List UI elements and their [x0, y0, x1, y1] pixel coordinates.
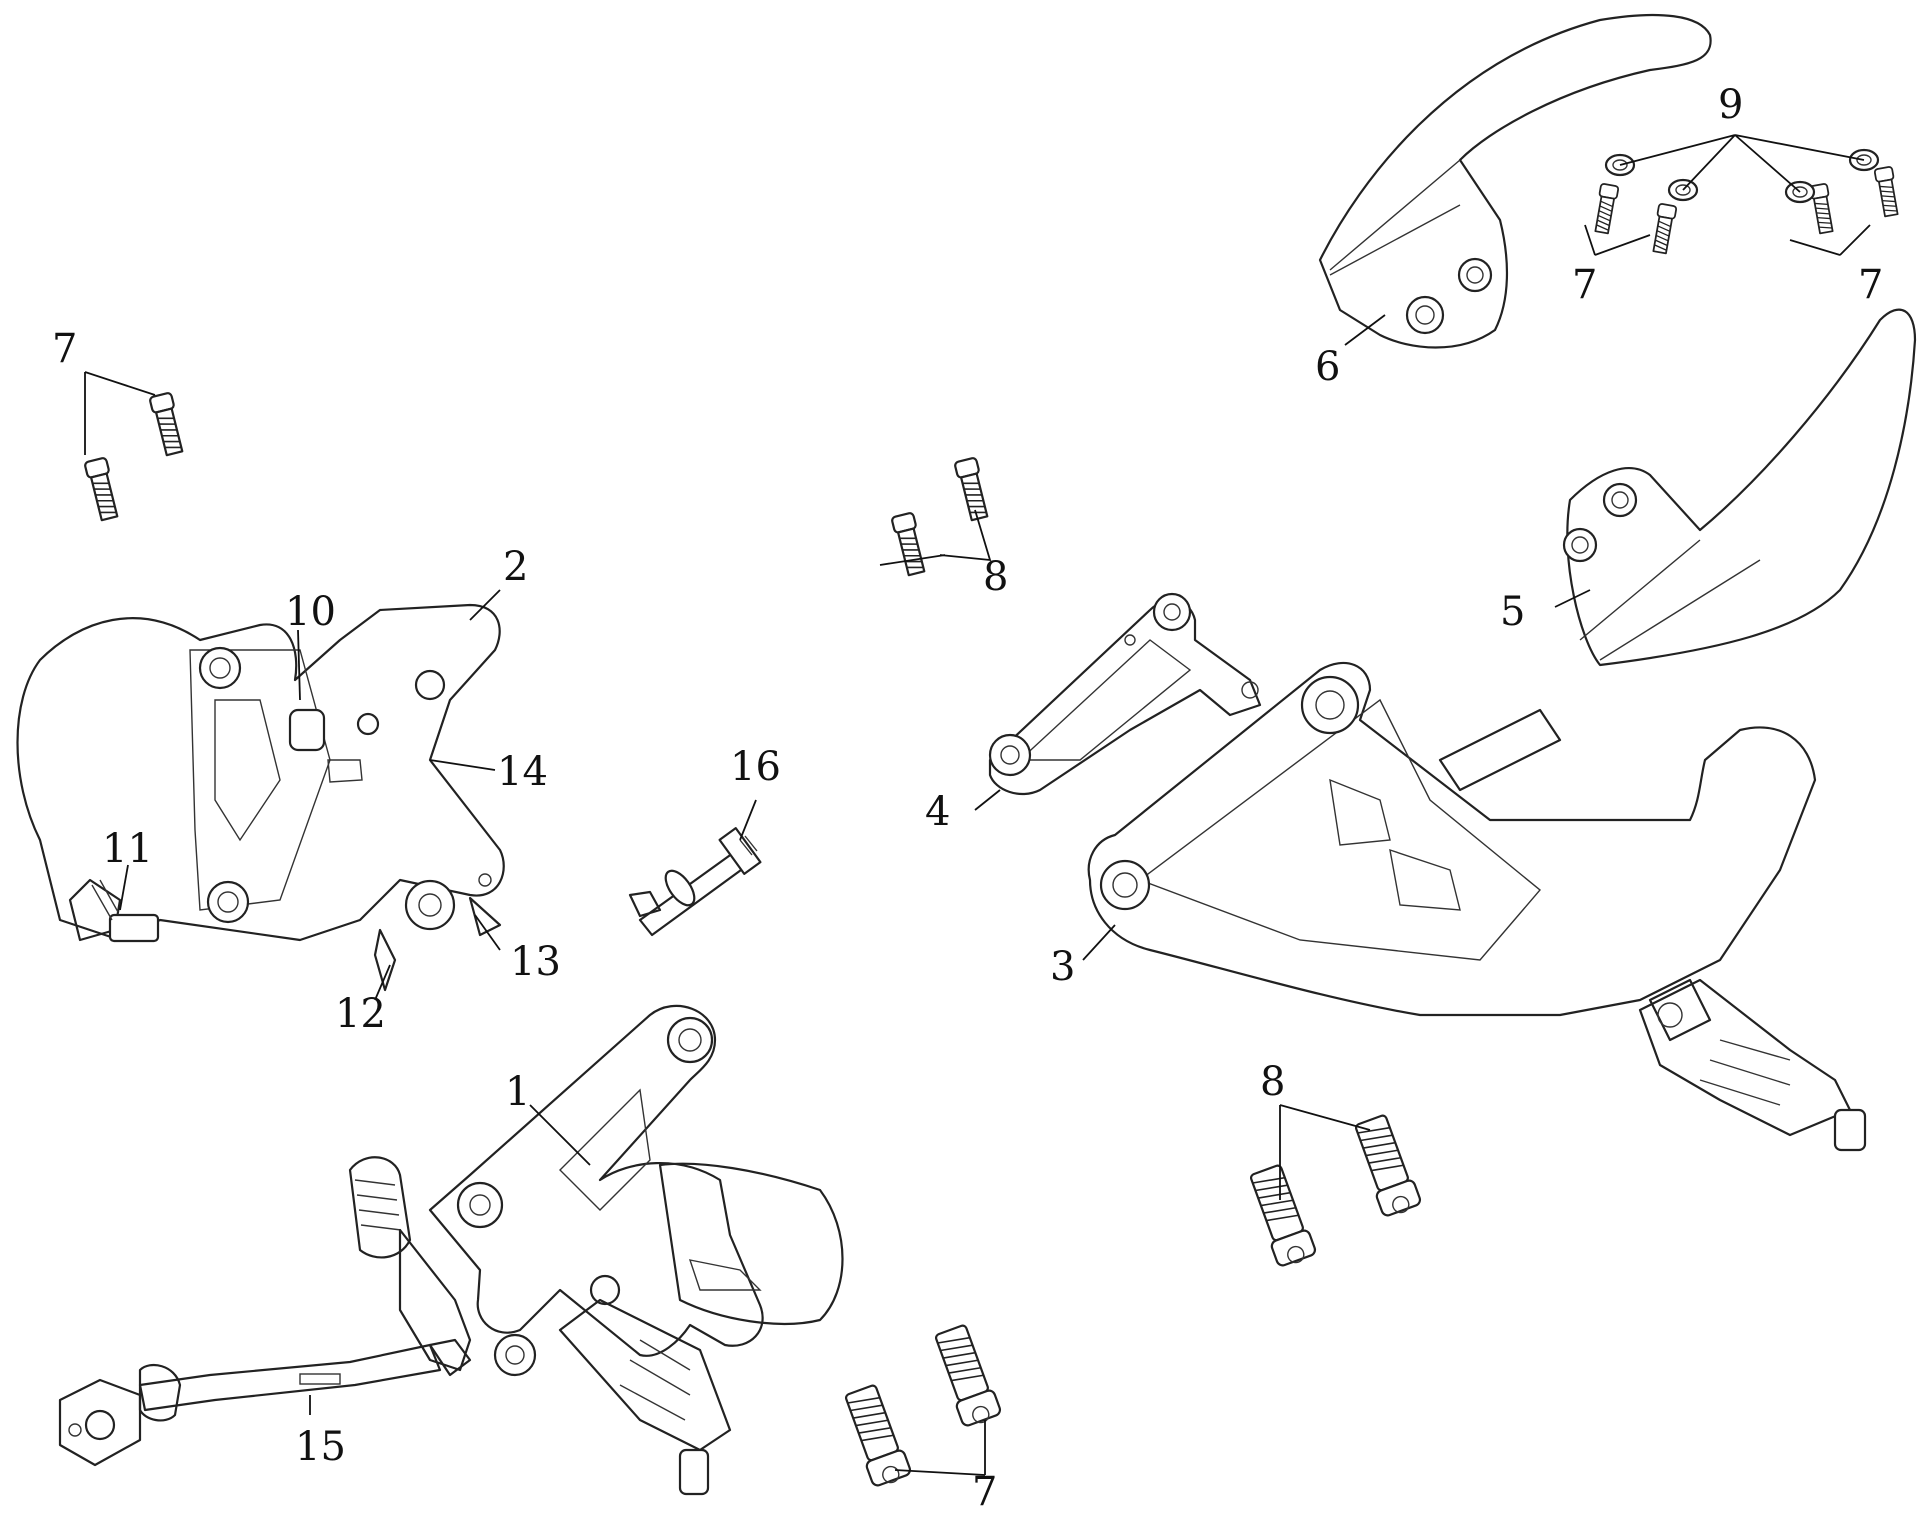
callout-15: 15 — [295, 1424, 346, 1470]
part-4-footrest-arm — [988, 592, 1262, 795]
callout-16: 16 — [730, 744, 781, 790]
callout-labels: 1 2 3 4 5 6 7 7 7 7 8 8 9 10 11 12 13 14… — [52, 82, 1883, 1514]
callout-1: 1 — [505, 1069, 530, 1115]
callout-9: 9 — [1718, 82, 1743, 128]
callout-7-top-right-a: 7 — [1572, 262, 1597, 308]
part-15-shift-rod — [58, 1338, 472, 1467]
callout-11: 11 — [102, 826, 153, 872]
callout-6: 6 — [1315, 344, 1340, 390]
callout-12: 12 — [335, 991, 386, 1037]
bolts-7-bottom — [840, 1322, 1004, 1491]
callout-7-top-left: 7 — [52, 326, 77, 372]
callout-8-middle: 8 — [983, 554, 1008, 600]
callout-7-bottom: 7 — [972, 1469, 997, 1514]
callout-14: 14 — [497, 749, 548, 795]
part-3-right-footrest-bracket — [1087, 661, 1867, 1152]
part-5-heel-guard-lower — [1562, 308, 1917, 667]
callout-4: 4 — [925, 789, 950, 835]
callout-2: 2 — [503, 544, 528, 590]
callout-3: 3 — [1050, 944, 1075, 990]
callout-13: 13 — [510, 939, 561, 985]
bolts-7-top-left — [83, 391, 187, 522]
bolts-8-lower-right — [1245, 1112, 1424, 1271]
callout-8-lower-right: 8 — [1260, 1059, 1285, 1105]
leader-lines — [84, 134, 1871, 1476]
callout-10: 10 — [285, 589, 336, 635]
part-16-pivot-pin — [628, 827, 762, 937]
callout-5: 5 — [1500, 589, 1525, 635]
part-2-footrest-plate — [16, 603, 505, 992]
callout-7-top-right-b: 7 — [1858, 262, 1883, 308]
part-1-footrest-bracket — [348, 1004, 844, 1496]
part-6-heel-guard-upper — [1318, 13, 1712, 349]
